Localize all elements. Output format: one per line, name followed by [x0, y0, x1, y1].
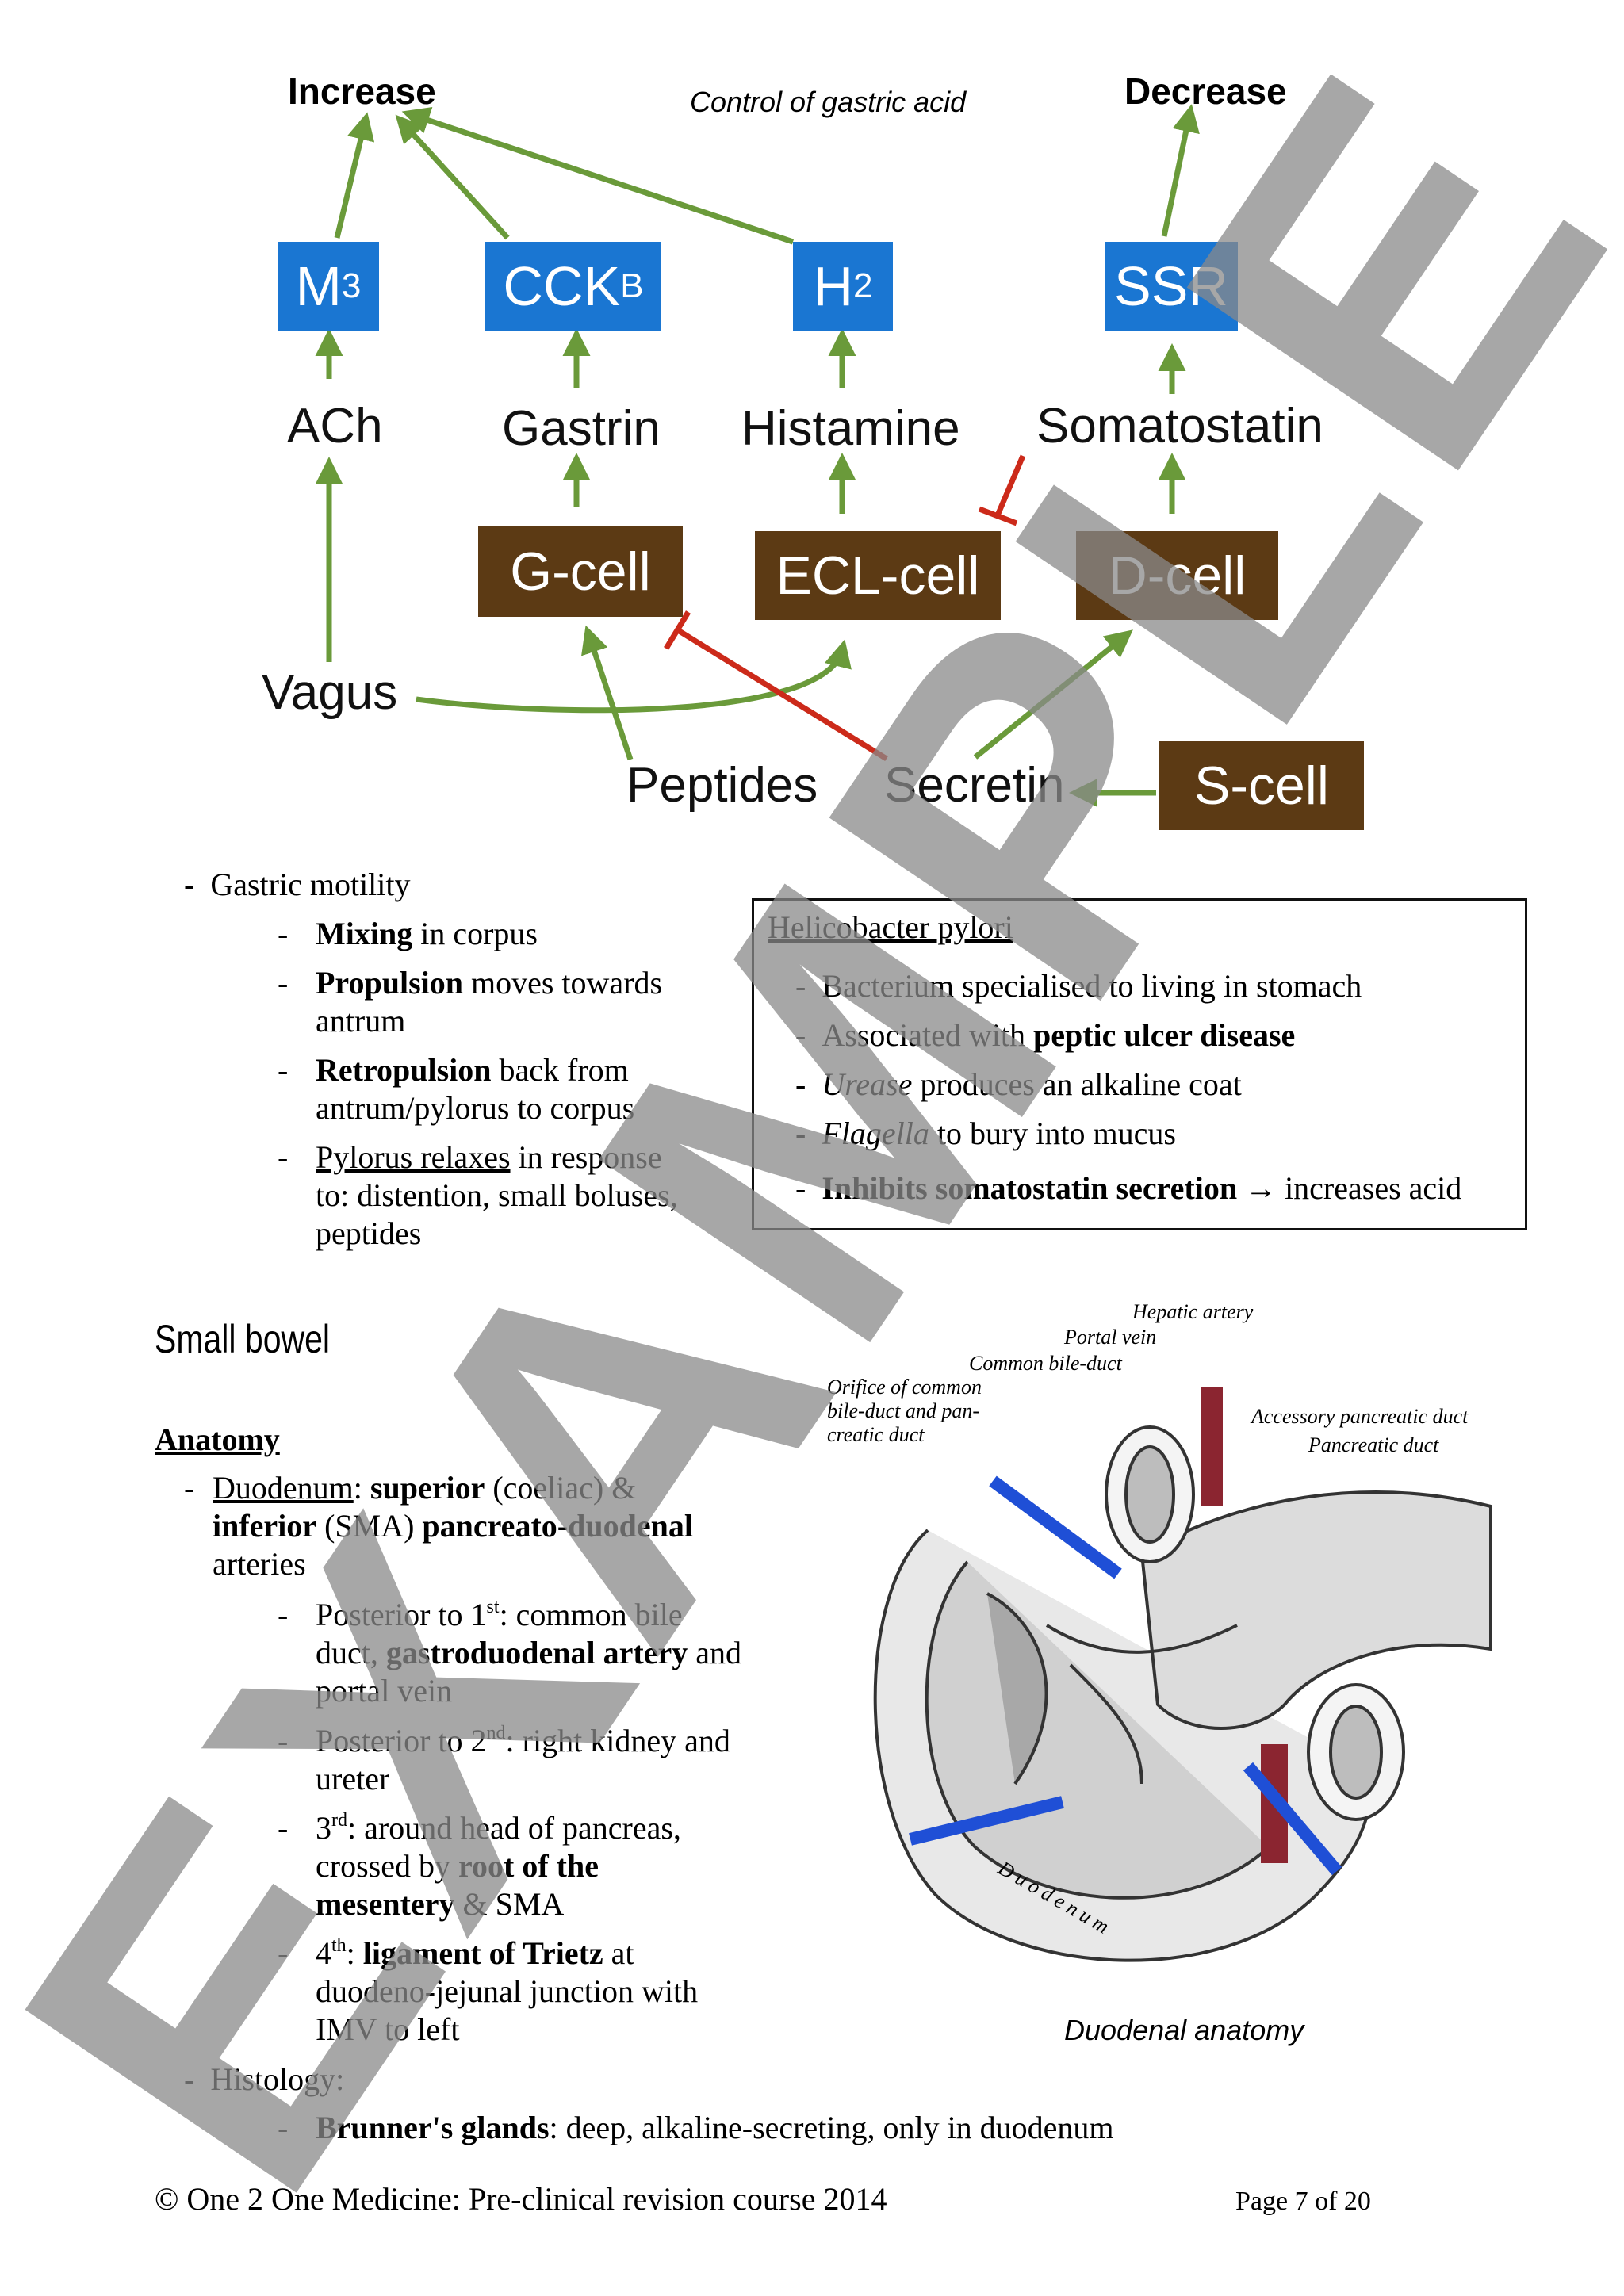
- figure-caption: Duodenal anatomy: [1064, 2014, 1304, 2046]
- gastric-acid-diagram-arrows: [315, 104, 1200, 807]
- g-cell: G-cell: [478, 526, 683, 617]
- hpylori-item: - Bacterium specialised to living in sto…: [795, 968, 1362, 1004]
- arrow-h2-increase: [401, 107, 795, 245]
- histology-item: Brunner's glands: deep, alkaline-secreti…: [316, 2110, 1114, 2145]
- duodenum-part-3: 3rd: around head of pancreas,crossed by …: [316, 1810, 681, 1922]
- inhibit-secretin-gcell: [676, 628, 888, 761]
- ach-label: ACh: [287, 399, 383, 453]
- label-pancreatic-duct: Pancreatic duct: [1308, 1433, 1439, 1456]
- motility-heading: - Gastric motility: [184, 867, 411, 902]
- motility-item: -: [278, 1139, 289, 1175]
- inhibit-somatostatin-eclcell: [994, 454, 1026, 517]
- arrow-cckb-increase: [395, 114, 510, 240]
- label-portal-vein: Portal vein: [1064, 1326, 1157, 1349]
- duodenal-anatomy-illustration: [873, 1387, 1492, 1962]
- hpylori-item: - Flagella to bury into mucus: [795, 1115, 1176, 1151]
- decrease-label: Decrease: [1124, 71, 1287, 112]
- somatostatin-label: Somatostatin: [1036, 399, 1323, 453]
- gastrin-label: Gastrin: [502, 401, 661, 456]
- histology-heading: - Histology:: [184, 2061, 345, 2097]
- vagus-label: Vagus: [262, 665, 398, 720]
- small-bowel-heading: Small bowel: [155, 1317, 331, 1361]
- duodenum-part-dash: -: [278, 1597, 289, 1632]
- label-accessory-duct: Accessory pancreatic duct: [1251, 1405, 1469, 1428]
- arrow-vagus-eclcell: [416, 639, 852, 714]
- motility-item-text: Mixing in corpus: [316, 916, 538, 951]
- duodenum-part-dash: -: [278, 1935, 289, 1971]
- ssr-receptor: SSR: [1105, 242, 1238, 331]
- d-cell: D-cell: [1076, 531, 1278, 620]
- hpylori-item: - Associated with peptic ulcer disease: [795, 1017, 1296, 1053]
- hpylori-item: - Urease produces an alkaline coat: [795, 1066, 1242, 1102]
- increase-label: Increase: [288, 71, 436, 112]
- hpylori-title: Helicobacter pylori: [768, 909, 1013, 945]
- footer-page-number: Page 7 of 20: [1235, 2187, 1371, 2216]
- duodenum-part-dash: -: [278, 1810, 289, 1846]
- motility-item: -: [278, 1052, 289, 1088]
- histamine-label: Histamine: [741, 401, 960, 456]
- s-cell: S-cell: [1159, 741, 1364, 830]
- motility-item: -: [278, 916, 289, 951]
- secretin-label: Secretin: [884, 758, 1065, 813]
- label-hepatic-artery: Hepatic artery: [1132, 1300, 1254, 1323]
- peptides-label: Peptides: [626, 758, 818, 813]
- hpylori-item: - Inhibits somatostatin secretion → incr…: [795, 1170, 1462, 1206]
- arrow-m3-increase: [334, 112, 375, 239]
- duodenum-part-dash: -: [278, 1723, 289, 1758]
- hepatic-artery-vessel: [1201, 1387, 1223, 1506]
- ecl-cell: ECL-cell: [755, 531, 1001, 620]
- arrow-ssr-decrease: [1161, 104, 1200, 237]
- footer-copyright: © One 2 One Medicine: Pre-clinical revis…: [155, 2181, 887, 2217]
- label-common-bile-duct: Common bile-duct: [969, 1352, 1122, 1375]
- anatomy-heading: Anatomy: [155, 1422, 280, 1457]
- arrow-peptides-gcell: [581, 625, 634, 761]
- histology-dash: -: [278, 2110, 289, 2145]
- motility-item: -: [278, 965, 289, 1001]
- duodenum-text: Duodenum: superior (coeliac) &inferior (…: [213, 1470, 693, 1582]
- duodenum-dash: -: [184, 1470, 195, 1506]
- arrow-secretin-dcell: [973, 629, 1133, 760]
- diagram-caption: Control of gastric acid: [690, 86, 967, 118]
- hpylori-box: [752, 898, 1527, 1230]
